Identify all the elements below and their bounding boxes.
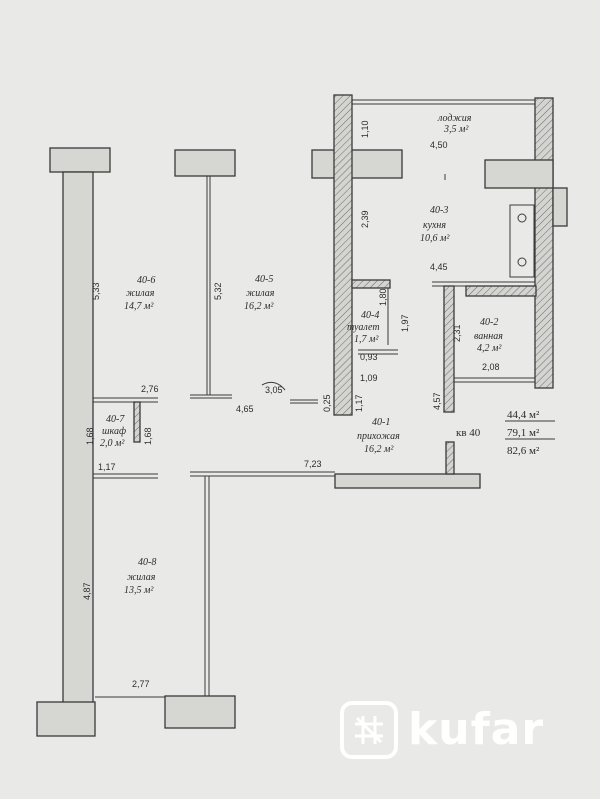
living8-area: 13,5 м² bbox=[124, 585, 154, 596]
living5-id: 40-5 bbox=[255, 274, 273, 285]
hall-name: прихожая bbox=[357, 431, 400, 442]
wall-left-cap-top bbox=[49, 147, 111, 173]
apartment-label: кв 40 bbox=[456, 427, 481, 439]
dim-0-25: 0,25 bbox=[322, 394, 332, 412]
dim-1-97: 1,97 bbox=[400, 314, 410, 332]
wall-bottom-cap bbox=[164, 695, 236, 729]
living5-area: 16,2 м² bbox=[244, 301, 274, 312]
closet-id: 40-7 bbox=[106, 414, 125, 425]
wall-hall-bottom bbox=[334, 473, 481, 489]
dim-4-45: 4,45 bbox=[430, 262, 448, 272]
wall-toilet bbox=[351, 279, 391, 289]
dim-1-10: 1,10 bbox=[360, 120, 370, 138]
living5-name: жилая bbox=[246, 288, 275, 299]
wall-right-block bbox=[484, 159, 554, 189]
dim-4-87: 4,87 bbox=[82, 582, 92, 600]
dim-1-68-b: 1,68 bbox=[143, 427, 153, 445]
kitchen-id: 40-3 bbox=[430, 205, 448, 216]
dim-2-31: 2,31 bbox=[452, 324, 462, 342]
wall-right-exterior bbox=[534, 97, 554, 389]
living6-id: 40-6 bbox=[137, 275, 155, 286]
dim-2-08: 2,08 bbox=[482, 362, 500, 372]
wall-left-cap-bottom bbox=[36, 701, 96, 737]
wall-right-notch bbox=[552, 187, 568, 227]
loggia-area: 3,5 м² bbox=[443, 124, 469, 135]
dim-4-65: 4,65 bbox=[236, 404, 254, 414]
dim-7-23: 7,23 bbox=[304, 459, 322, 469]
dim-5-32: 5,32 bbox=[213, 282, 223, 300]
hall-area: 16,2 м² bbox=[364, 444, 394, 455]
walls bbox=[36, 94, 568, 737]
dim-2-76: 2,76 bbox=[141, 384, 159, 394]
kitchen-name: кухня bbox=[423, 220, 446, 231]
living6-area: 14,7 м² bbox=[124, 301, 154, 312]
hall-id: 40-1 bbox=[372, 417, 390, 428]
wall-bath-top bbox=[465, 285, 537, 297]
dim-1-09: 1,09 bbox=[360, 373, 378, 383]
dim-0-93: 0,93 bbox=[360, 352, 378, 362]
kufar-logo-text: kufar bbox=[408, 704, 545, 755]
loggia-name: лоджия bbox=[437, 113, 472, 124]
dim-1-17-a: 1,17 bbox=[354, 394, 364, 412]
area-total: 79,1 м² bbox=[507, 427, 540, 439]
bath-name: ванная bbox=[474, 331, 503, 342]
kufar-logo-icon bbox=[340, 701, 398, 759]
kufar-watermark: kufar bbox=[340, 698, 570, 762]
kitchen-area: 10,6 м² bbox=[420, 233, 450, 244]
living8-name: жилая bbox=[127, 572, 156, 583]
toilet-area: 1,7 м² bbox=[354, 334, 379, 345]
closet-area: 2,0 м² bbox=[100, 438, 125, 449]
bath-id: 40-2 bbox=[480, 317, 498, 328]
dimensions: 1,10 4,50 2,39 4,45 5,33 5,32 1,80 1,97 … bbox=[82, 120, 500, 689]
living6-name: жилая bbox=[126, 288, 155, 299]
toilet-id: 40-4 bbox=[361, 310, 379, 321]
dim-2-77: 2,77 bbox=[132, 679, 150, 689]
room-labels: лоджия 3,5 м² 40-3 кухня 10,6 м² 40-6 жи… bbox=[100, 113, 503, 596]
wall-bath-side bbox=[443, 285, 455, 413]
wall-left-exterior bbox=[62, 171, 94, 705]
dim-5-33: 5,33 bbox=[91, 282, 101, 300]
dim-1-80: 1,80 bbox=[378, 288, 388, 306]
dim-3-05: 3,05 bbox=[265, 385, 283, 395]
dim-4-57: 4,57 bbox=[432, 392, 442, 410]
bath-area: 4,2 м² bbox=[477, 343, 502, 354]
area-all: 82,6 м² bbox=[507, 445, 540, 457]
apartment-summary: кв 40 44,4 м² 79,1 м² 82,6 м² bbox=[456, 409, 555, 457]
dim-4-50: 4,50 bbox=[430, 140, 448, 150]
toilet-name: туалет bbox=[347, 322, 380, 333]
kitchen-stove bbox=[509, 204, 535, 278]
wall-hall-stub bbox=[445, 441, 455, 475]
wall-partition-cap bbox=[174, 149, 236, 177]
wall-center-cap bbox=[311, 149, 403, 179]
wall-center-column bbox=[333, 94, 353, 416]
area-living: 44,4 м² bbox=[507, 409, 540, 421]
dim-1-17-b: 1,17 bbox=[98, 462, 116, 472]
dim-1-68-a: 1,68 bbox=[85, 427, 95, 445]
closet-name: шкаф bbox=[102, 426, 126, 437]
dim-2-39: 2,39 bbox=[360, 210, 370, 228]
living8-id: 40-8 bbox=[138, 557, 156, 568]
